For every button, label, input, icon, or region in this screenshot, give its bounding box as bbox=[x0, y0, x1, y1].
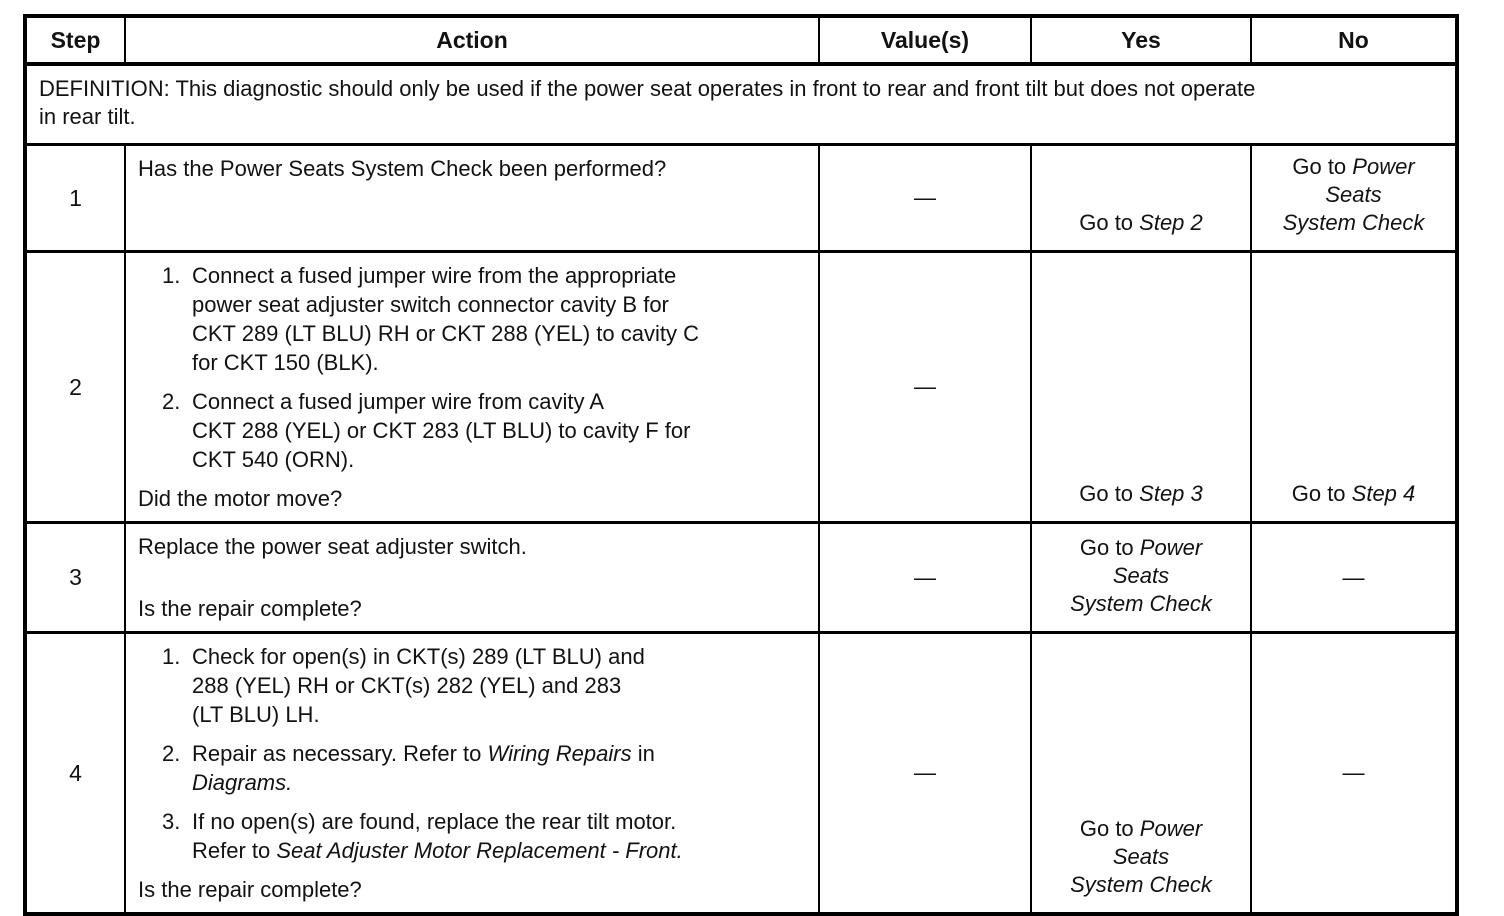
action-question: Did the motor move? bbox=[138, 486, 343, 511]
action-list-item: 1. Connect a fused jumper wire from the … bbox=[162, 261, 808, 377]
list-item-number: 1. bbox=[162, 644, 181, 669]
list-item-number: 2. bbox=[162, 389, 181, 414]
action-cell: Replace the power seat adjuster switch. … bbox=[124, 521, 820, 634]
go-to-reference: Go to Power Seats System Check bbox=[1070, 535, 1212, 616]
no-cell: — bbox=[1250, 521, 1458, 634]
go-to-reference: Go to Step 2 bbox=[1079, 210, 1203, 235]
dash-placeholder: — bbox=[914, 185, 936, 210]
yes-cell: Go to Power Seats System Check bbox=[1030, 521, 1252, 634]
no-cell: Go to Power Seats System Check bbox=[1250, 143, 1458, 253]
dash-placeholder: — bbox=[914, 374, 936, 399]
column-header-action: Action bbox=[124, 14, 820, 66]
no-cell: — bbox=[1250, 631, 1458, 916]
value-cell: — bbox=[818, 631, 1032, 916]
list-item-text: Check for open(s) in CKT(s) 289 (LT BLU)… bbox=[192, 644, 645, 727]
list-item-text: Connect a fused jumper wire from cavity … bbox=[192, 389, 691, 472]
list-item-number: 2. bbox=[162, 741, 181, 766]
dash-placeholder: — bbox=[914, 564, 936, 590]
list-item-text: Repair as necessary. Refer to Wiring Rep… bbox=[192, 741, 655, 795]
action-text: Replace the power seat adjuster switch. bbox=[138, 534, 527, 559]
yes-cell: Go to Power Seats System Check bbox=[1030, 631, 1252, 916]
action-cell: Has the Power Seats System Check been pe… bbox=[124, 143, 820, 253]
dash-placeholder: — bbox=[1342, 564, 1365, 590]
dash-placeholder: — bbox=[914, 760, 936, 785]
dash-placeholder: — bbox=[1342, 760, 1365, 785]
value-cell: — bbox=[818, 250, 1032, 524]
column-header-step: Step bbox=[24, 14, 126, 66]
value-cell: — bbox=[818, 143, 1032, 253]
column-header-no: No bbox=[1250, 14, 1458, 66]
step-number: 4 bbox=[24, 631, 126, 916]
action-list-item: 2. Repair as necessary. Refer to Wiring … bbox=[162, 739, 808, 797]
list-item-number: 3. bbox=[162, 809, 181, 834]
table-row-step-3: 3 Replace the power seat adjuster switch… bbox=[24, 521, 1458, 634]
diagnostic-table: Step Action Value(s) Yes No DEFINITION: … bbox=[23, 14, 1459, 916]
definition-row: DEFINITION: This diagnostic should only … bbox=[24, 62, 1458, 146]
value-cell: — bbox=[818, 521, 1032, 634]
action-cell: 1. Check for open(s) in CKT(s) 289 (LT B… bbox=[124, 631, 820, 916]
header-row: Step Action Value(s) Yes No bbox=[24, 14, 1458, 66]
step-number: 3 bbox=[24, 521, 126, 634]
column-header-yes: Yes bbox=[1030, 14, 1252, 66]
list-item-text: If no open(s) are found, replace the rea… bbox=[192, 809, 683, 863]
go-to-reference: Go to Power Seats System Check bbox=[1070, 816, 1212, 897]
yes-cell: Go to Step 2 bbox=[1030, 143, 1252, 253]
list-item-number: 1. bbox=[162, 263, 181, 288]
column-header-values: Value(s) bbox=[818, 14, 1032, 66]
action-list-item: 2. Connect a fused jumper wire from cavi… bbox=[162, 387, 808, 474]
step-number: 2 bbox=[24, 250, 126, 524]
list-item-text: Connect a fused jumper wire from the app… bbox=[192, 263, 699, 375]
table-row-step-1: 1 Has the Power Seats System Check been … bbox=[24, 143, 1458, 253]
yes-cell: Go to Step 3 bbox=[1030, 250, 1252, 524]
go-to-reference: Go to Step 4 bbox=[1291, 481, 1416, 506]
go-to-reference: Go to Step 3 bbox=[1079, 481, 1203, 506]
definition-text: DEFINITION: This diagnostic should only … bbox=[24, 62, 1458, 146]
action-question: Has the Power Seats System Check been pe… bbox=[138, 156, 667, 181]
action-list-item: 1. Check for open(s) in CKT(s) 289 (LT B… bbox=[162, 642, 808, 729]
action-cell: 1. Connect a fused jumper wire from the … bbox=[124, 250, 820, 524]
table-row-step-4: 4 1. Check for open(s) in CKT(s) 289 (LT… bbox=[24, 631, 1458, 916]
step-number: 1 bbox=[24, 143, 126, 253]
table-row-step-2: 2 1. Connect a fused jumper wire from th… bbox=[24, 250, 1458, 524]
no-cell: Go to Step 4 bbox=[1250, 250, 1458, 524]
action-question: Is the repair complete? bbox=[138, 877, 362, 902]
action-list-item: 3. If no open(s) are found, replace the … bbox=[162, 807, 808, 865]
action-question: Is the repair complete? bbox=[138, 596, 362, 621]
go-to-reference: Go to Power Seats System Check bbox=[1282, 154, 1425, 235]
